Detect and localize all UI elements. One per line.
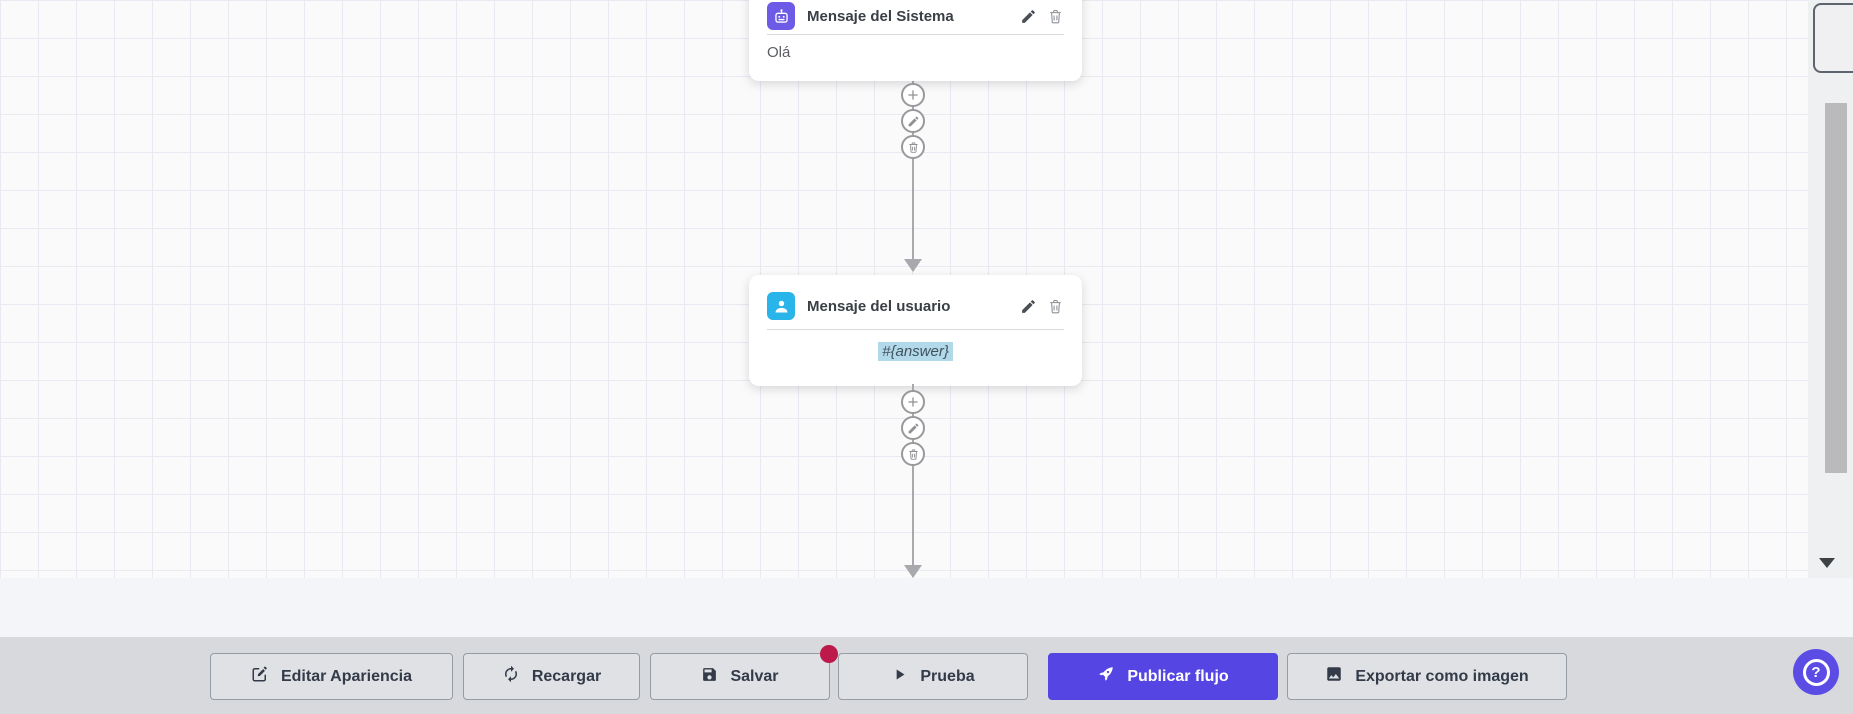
node-actions (1020, 8, 1064, 25)
scrollbar-thumb[interactable] (1825, 103, 1847, 473)
edit-appearance-button[interactable]: Editar Apariencia (210, 653, 453, 700)
edit-node-icon[interactable] (1020, 298, 1037, 315)
connector-add-button[interactable] (901, 83, 925, 107)
bottom-toolbar: Editar Apariencia Recargar Salvar Prueba (0, 637, 1853, 714)
scroll-rail (1808, 0, 1853, 578)
refresh-icon (502, 665, 520, 688)
connector-line (912, 60, 914, 260)
node-actions (1020, 298, 1064, 315)
delete-node-icon[interactable] (1047, 8, 1064, 25)
node-user-message[interactable]: Mensaje del usuario #{answer} (749, 275, 1082, 386)
button-label: Publicar flujo (1127, 667, 1229, 685)
edit-icon (251, 665, 269, 688)
connector-edit-button[interactable] (901, 109, 925, 133)
unsaved-changes-badge (820, 645, 838, 663)
node-body-text: Olá (767, 44, 791, 61)
node-divider (767, 329, 1064, 330)
canvas-footer-band (0, 578, 1853, 637)
node-body-text: #{answer} (767, 330, 1064, 386)
export-image-button[interactable]: Exportar como imagen (1287, 653, 1567, 700)
connector-edit-button[interactable] (901, 416, 925, 440)
publish-flow-button[interactable]: Publicar flujo (1048, 653, 1278, 700)
connector-add-button[interactable] (901, 390, 925, 414)
rocket-icon (1097, 665, 1115, 688)
user-icon (767, 292, 795, 320)
node-header: Mensaje del Sistema (767, 2, 1064, 30)
connector-arrowhead (904, 259, 922, 272)
save-button[interactable]: Salvar (650, 653, 830, 700)
variable-chip: #{answer} (878, 342, 953, 361)
side-panel-partial (1813, 3, 1853, 73)
button-label: Salvar (730, 667, 779, 685)
node-title: Mensaje del usuario (807, 297, 951, 315)
save-icon (701, 666, 718, 688)
node-title: Mensaje del Sistema (807, 7, 954, 25)
flow-canvas[interactable]: Mensaje del Sistema Olá (0, 0, 1853, 578)
connector-line (912, 384, 914, 566)
test-button[interactable]: Prueba (838, 653, 1028, 700)
image-icon (1325, 665, 1343, 688)
button-label: Exportar como imagen (1355, 667, 1529, 685)
node-divider (767, 34, 1064, 35)
connector-delete-button[interactable] (901, 135, 925, 159)
scroll-down-icon[interactable] (1819, 558, 1835, 568)
edit-node-icon[interactable] (1020, 8, 1037, 25)
reload-button[interactable]: Recargar (463, 653, 640, 700)
node-header: Mensaje del usuario (767, 292, 1064, 320)
node-system-message[interactable]: Mensaje del Sistema Olá (749, 0, 1082, 81)
play-icon (891, 666, 908, 688)
robot-icon (767, 2, 795, 30)
help-button[interactable]: ? (1793, 649, 1839, 695)
connector-arrowhead (904, 565, 922, 578)
button-label: Editar Apariencia (280, 667, 412, 685)
delete-node-icon[interactable] (1047, 298, 1064, 315)
question-mark-icon: ? (1802, 658, 1830, 686)
button-label: Prueba (920, 667, 975, 685)
button-label: Recargar (531, 667, 602, 685)
connector-delete-button[interactable] (901, 442, 925, 466)
